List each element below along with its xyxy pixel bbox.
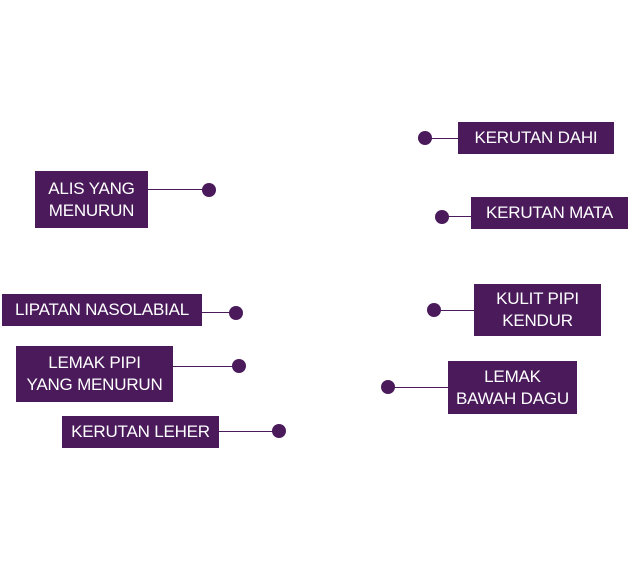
label-alis-yang-menurun-line-1: ALIS YANG (48, 178, 135, 198)
label-alis-yang-menurun: ALIS YANG MENURUN (35, 171, 148, 228)
connector-kulit-pipi-kendur (434, 310, 474, 311)
marker-dot-lemak-pipi-yang-menurun (232, 359, 246, 373)
connector-lipatan-nasolabial (202, 312, 236, 313)
label-kerutan-mata: KERUTAN MATA (471, 197, 628, 229)
marker-dot-lipatan-nasolabial (229, 306, 243, 320)
label-kerutan-leher: KERUTAN LEHER (62, 416, 219, 448)
label-lemak-bawah-dagu: LEMAK BAWAH DAGU (448, 361, 577, 414)
label-lemak-pipi-yang-menurun: LEMAK PIPI YANG MENURUN (16, 346, 173, 402)
marker-dot-kerutan-mata (435, 210, 449, 224)
label-kerutan-dahi: KERUTAN DAHI (458, 122, 614, 154)
label-lemak-bawah-dagu-line-1: LEMAK (484, 366, 541, 386)
label-lemak-pipi-yang-menurun-line-1: LEMAK PIPI (48, 353, 141, 372)
connector-kerutan-leher (219, 431, 279, 432)
connector-lemak-bawah-dagu (388, 387, 448, 388)
label-alis-yang-menurun-line-2: MENURUN (48, 200, 135, 220)
label-lemak-bawah-dagu-line-2: BAWAH DAGU (456, 388, 569, 408)
connector-alis-yang-menurun (148, 189, 209, 190)
label-kulit-pipi-kendur: KULIT PIPI KENDUR (474, 284, 601, 336)
label-kulit-pipi-kendur-line-2: KENDUR (502, 311, 573, 330)
label-kerutan-dahi-line-1: KERUTAN DAHI (474, 128, 598, 147)
connector-lemak-pipi-yang-menurun (173, 366, 239, 367)
connector-kerutan-dahi (425, 138, 458, 139)
label-kulit-pipi-kendur-line-1: KULIT PIPI (496, 289, 579, 308)
label-lipatan-nasolabial: LIPATAN NASOLABIAL (2, 294, 202, 326)
connector-kerutan-mata (442, 216, 471, 217)
marker-dot-alis-yang-menurun (202, 183, 216, 197)
label-lemak-pipi-yang-menurun-line-2: YANG MENURUN (26, 375, 163, 394)
label-lipatan-nasolabial-line-1: LIPATAN NASOLABIAL (14, 300, 190, 319)
label-kerutan-leher-line-1: KERUTAN LEHER (71, 422, 210, 441)
marker-dot-kerutan-leher (272, 424, 286, 438)
label-kerutan-mata-line-1: KERUTAN MATA (486, 203, 613, 222)
